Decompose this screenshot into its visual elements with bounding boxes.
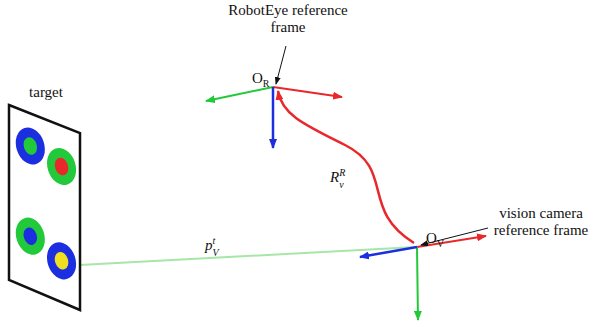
rotation-curve bbox=[278, 91, 414, 243]
frame-symbol: OR bbox=[252, 70, 270, 92]
frame-symbol: OV bbox=[426, 230, 444, 252]
frame-caption: RobotEye reference frame bbox=[228, 2, 348, 36]
target-board: target bbox=[4, 84, 88, 312]
position-vector bbox=[24, 247, 416, 268]
target-outline bbox=[4, 84, 88, 312]
frame-symbol: ptV bbox=[205, 236, 219, 258]
roboteye-frame-axes bbox=[206, 87, 342, 148]
node-label: target bbox=[4, 84, 88, 101]
frame-caption: vision camera reference frame bbox=[487, 205, 595, 239]
leader-line bbox=[421, 228, 488, 245]
frame-symbol: RRv bbox=[330, 168, 345, 190]
vision-frame-axes bbox=[360, 236, 486, 320]
leader-line bbox=[276, 46, 286, 84]
